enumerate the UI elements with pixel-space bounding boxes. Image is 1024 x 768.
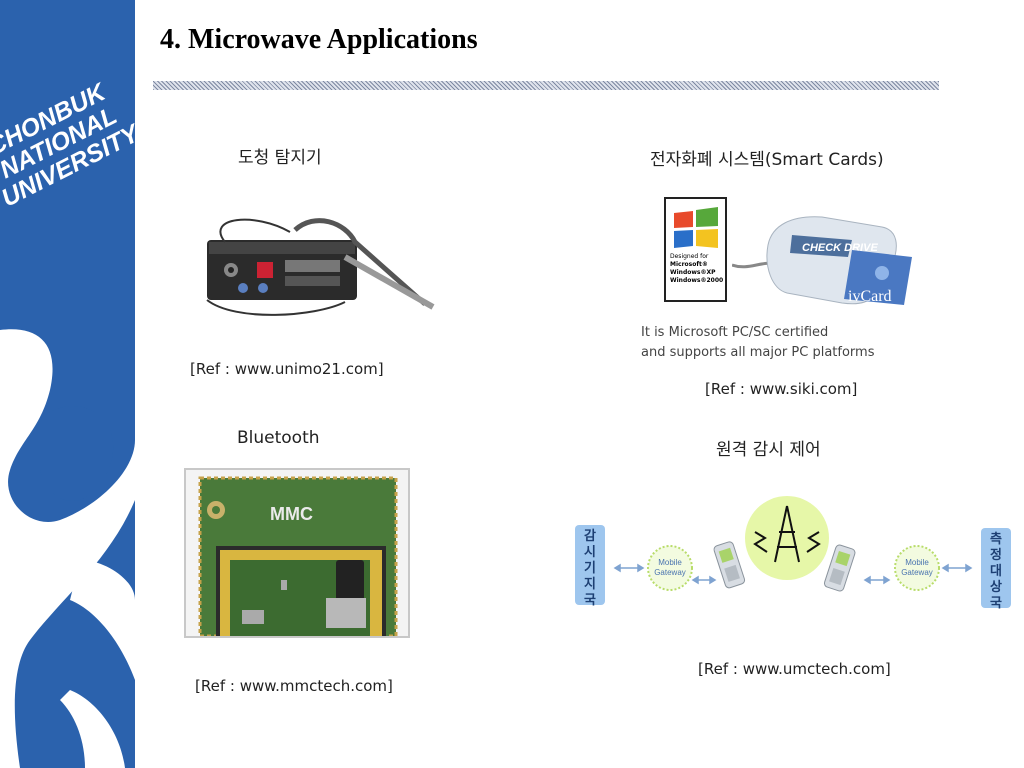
university-sidebar: CHONBUK NATIONAL UNIVERSITY [0,0,135,768]
university-logo-graphic: CHONBUK NATIONAL UNIVERSITY [0,77,135,768]
mobile-phone-icon [713,541,746,589]
gateway-left-line-2: Gateway [654,568,686,577]
badge-line-2: Microsoft® [670,261,708,268]
bluetooth-module-image: MMC [184,468,410,638]
gateway-right-line-1: Mobile [905,558,929,567]
left-station-char: 기 [584,561,596,576]
left-station-char: 국 [584,593,596,608]
smartcard-label: 전자화폐 시스템(Smart Cards) [650,150,884,170]
right-station-char: 국 [990,596,1002,611]
left-station-char: 시 [584,545,596,560]
chip-brand-text: MMC [270,504,313,524]
monitoring-station-box: 감 시 기 지 국 [575,525,605,608]
bluetooth-ref: [Ref : www.mmctech.com] [195,677,393,695]
badge-line-4: Windows®2000 [670,277,724,284]
right-station-char: 측 [990,532,1002,547]
eavesdrop-label: 도청 탐지기 [238,148,322,168]
remote-ref: [Ref : www.umctech.com] [698,660,891,678]
remote-diagram: Mobile Gateway Mobile Gateway [613,496,973,592]
windows-badge: Designed for Microsoft® Windows®XP Windo… [664,197,727,302]
card-text: ivCard [848,288,892,305]
badge-line-3: Windows®XP [670,269,716,276]
double-arrow-icon [613,563,973,585]
tower-glow [745,496,829,580]
left-station-char: 감 [584,529,596,544]
title-divider [153,81,939,90]
swoosh-shape-1 [0,329,135,768]
measured-station-box: 측 정 대 상 국 [981,528,1011,611]
gateway-right-line-2: Gateway [901,568,933,577]
right-station-char: 대 [990,564,1002,579]
swoosh-shape-3 [60,690,125,768]
right-station-char: 정 [990,548,1002,563]
badge-line-1: Designed for [670,253,709,260]
swoosh-cutout [40,406,114,501]
bluetooth-label: Bluetooth [237,428,320,448]
slide-title: 4. Microwave Applications [160,24,478,55]
remote-label: 원격 감시 제어 [716,440,821,460]
mobile-phone-icon [823,544,856,592]
smartcard-note-1: It is Microsoft PC/SC certified [641,325,829,340]
right-station-char: 상 [990,580,1002,595]
detector-device-image [206,218,435,316]
smartcard-reader-image: CHECK DRIVE ivCard [732,216,912,305]
windows-logo-icon [674,207,718,248]
left-station-char: 지 [584,577,596,592]
gateway-left-line-1: Mobile [658,558,682,567]
eavesdrop-ref: [Ref : www.unimo21.com] [190,360,384,378]
radio-tower-icon [753,505,821,563]
smartcard-note-2: and supports all major PC platforms [641,345,875,360]
swoosh-shape-2 [70,560,135,680]
smartcard-ref: [Ref : www.siki.com] [705,380,858,398]
pcb-graphic: MMC [198,476,398,638]
